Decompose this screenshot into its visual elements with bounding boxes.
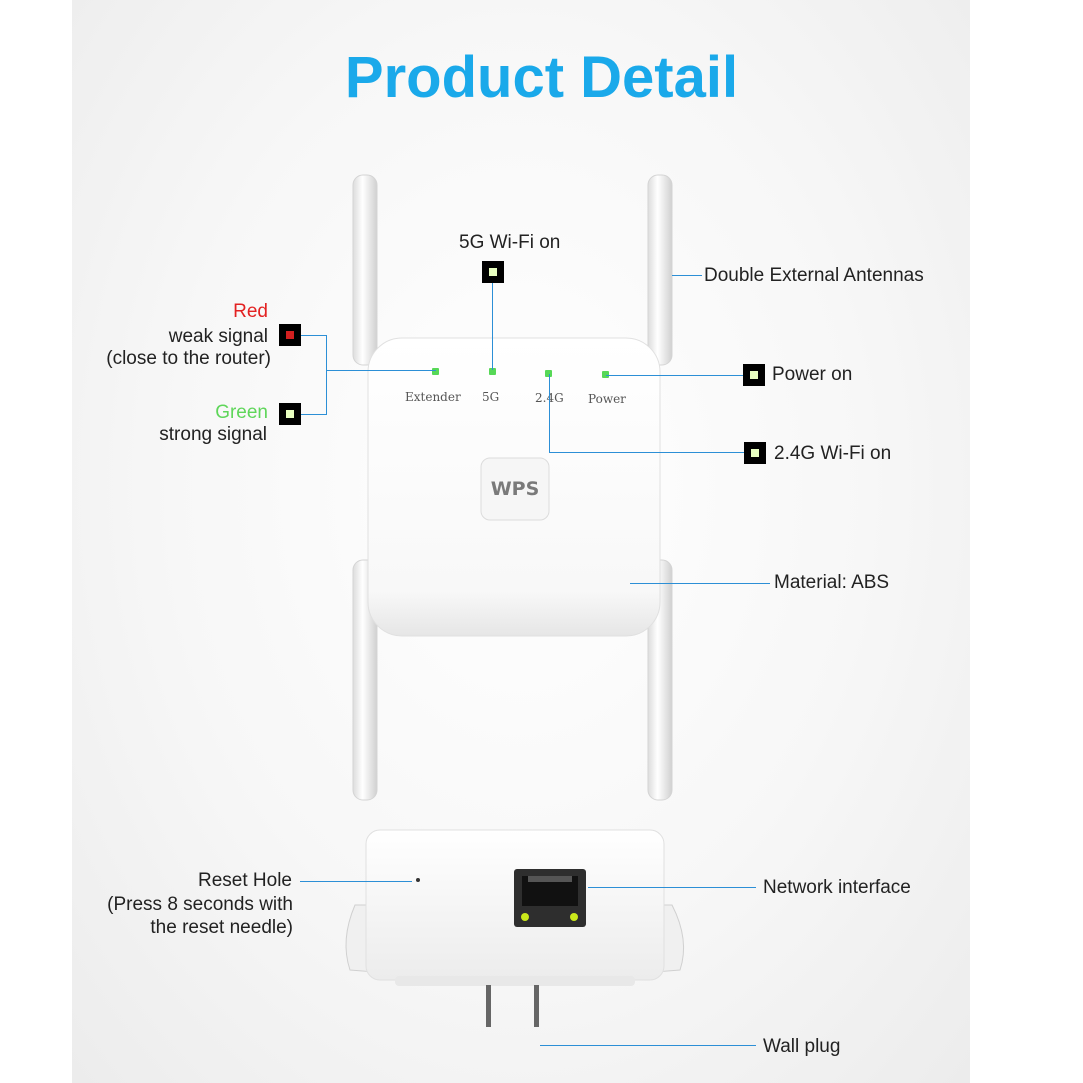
label-material: Material: ABS bbox=[774, 572, 890, 593]
led-extender bbox=[432, 368, 439, 375]
label-wall-plug: Wall plug bbox=[763, 1036, 841, 1057]
line-bracket-top bbox=[301, 335, 327, 336]
line-wall-plug bbox=[540, 1045, 756, 1046]
led-5g bbox=[489, 368, 496, 375]
indicator-power bbox=[743, 364, 765, 386]
indicator-24g bbox=[744, 442, 766, 464]
led-power bbox=[602, 371, 609, 378]
line-power bbox=[606, 375, 744, 376]
indicator-red bbox=[279, 324, 301, 346]
label-antennas: Double External Antennas bbox=[704, 265, 924, 286]
line-bracket-vertical bbox=[326, 335, 327, 415]
plug-prong-left bbox=[486, 985, 491, 1027]
antenna-left-top bbox=[352, 174, 378, 366]
label-24g-wifi: 2.4G Wi-Fi on bbox=[774, 443, 892, 464]
antenna-right-top bbox=[647, 174, 673, 366]
led-label-power: Power bbox=[588, 392, 626, 406]
label-5g-wifi: 5G Wi-Fi on bbox=[459, 232, 561, 253]
line-material bbox=[630, 583, 770, 584]
led-label-5g: 5G bbox=[482, 390, 500, 404]
reset-hole bbox=[416, 878, 420, 882]
indicator-green bbox=[279, 403, 301, 425]
label-green: Green bbox=[215, 402, 268, 423]
page-title: Product Detail bbox=[344, 45, 739, 110]
line-extender bbox=[326, 370, 436, 371]
label-red: Red bbox=[233, 301, 268, 322]
label-weak-signal: weak signal bbox=[168, 326, 268, 347]
led-label-extender: Extender bbox=[405, 390, 461, 404]
wps-button-shape bbox=[480, 457, 550, 521]
line-reset bbox=[300, 881, 412, 882]
line-24g-horizontal bbox=[549, 452, 745, 453]
led-24g bbox=[545, 370, 552, 377]
label-strong-signal: strong signal bbox=[159, 424, 267, 445]
line-antenna bbox=[672, 275, 702, 276]
plug-prong-right bbox=[534, 985, 539, 1027]
indicator-5g bbox=[482, 261, 504, 283]
line-network bbox=[588, 887, 756, 888]
label-reset-needle: the reset needle) bbox=[150, 917, 293, 938]
wps-label: WPS bbox=[490, 478, 540, 500]
antenna-left-bottom bbox=[352, 559, 378, 801]
label-power-on: Power on bbox=[772, 364, 853, 385]
label-reset-hole: Reset Hole bbox=[198, 870, 292, 891]
label-network-interface: Network interface bbox=[763, 877, 911, 898]
label-close-router: (close to the router) bbox=[106, 348, 271, 369]
line-bracket-bottom bbox=[301, 414, 327, 415]
label-reset-press: (Press 8 seconds with bbox=[107, 894, 293, 915]
line-24g-vertical bbox=[549, 374, 550, 453]
line-5g-vertical bbox=[492, 282, 493, 370]
